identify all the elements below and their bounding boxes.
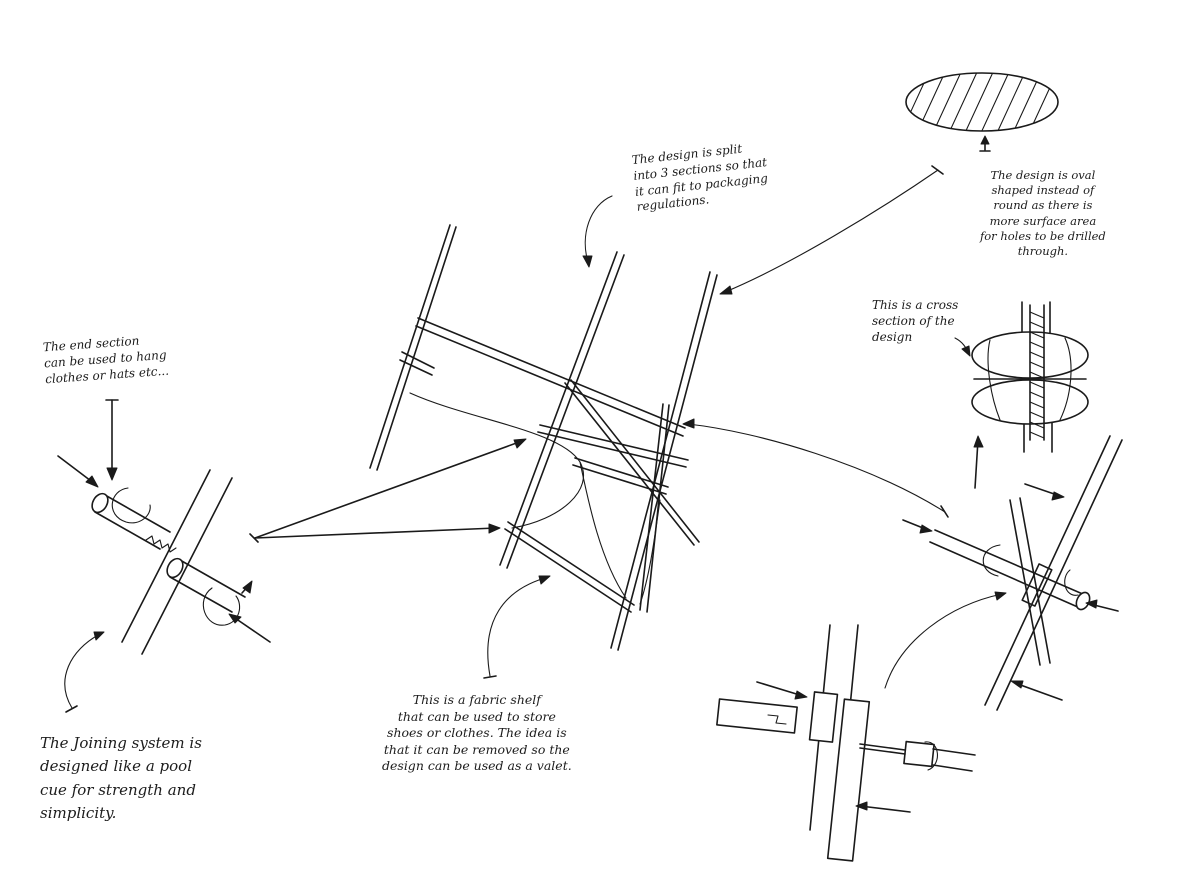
joining-system-note: The Joining system is designed like a po… xyxy=(40,734,202,822)
slot-joint-drawing xyxy=(716,624,976,862)
crossing-joint-drawing xyxy=(884,435,1123,711)
pool-cue-joint-drawing xyxy=(57,455,271,655)
oval-shape-note: The design is oval shaped instead of rou… xyxy=(980,168,1106,258)
end-section-note: The end section can be used to hang clot… xyxy=(42,333,170,386)
screw-cross-section-drawing xyxy=(971,301,1089,453)
valet-stand-drawing xyxy=(369,224,718,651)
oval-cross-section-drawing xyxy=(905,72,1059,152)
cross-section-note: This is a cross section of the design xyxy=(872,298,959,344)
leader-arrows xyxy=(64,165,971,713)
fabric-shelf-note: This is a fabric shelf that can be used … xyxy=(382,692,572,773)
